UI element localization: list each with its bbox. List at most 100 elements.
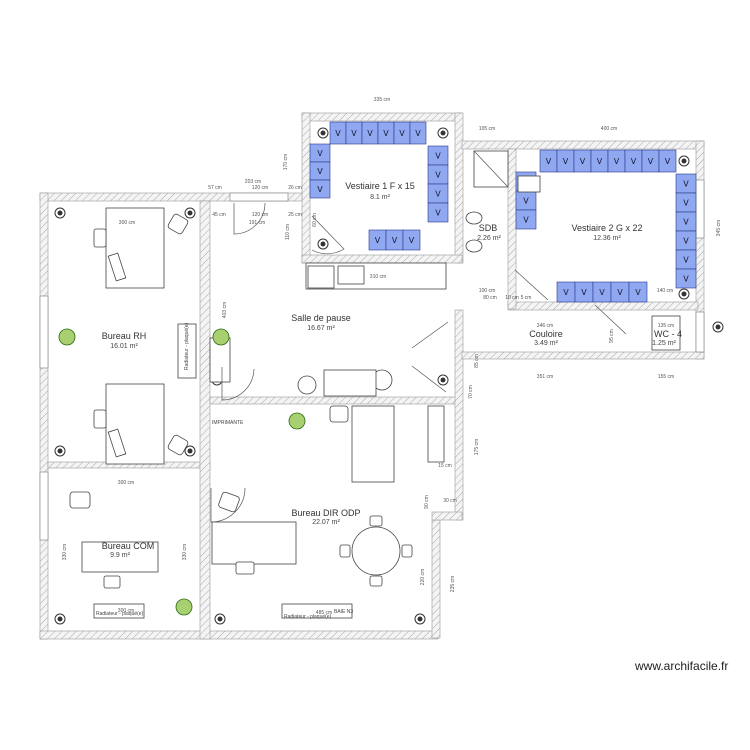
room-name-pause: Salle de pause (291, 313, 351, 323)
locker-label: V (683, 199, 689, 208)
locker (409, 121, 427, 145)
locker-label: V (523, 216, 529, 225)
dim-label: 80 cm (483, 295, 497, 301)
baie-label: BAIE N3 (334, 609, 353, 615)
dim-label: 351 cm (537, 374, 553, 380)
misc-labels: IMPRIMANTE BAIE N3 Radiateur - plaqué(e)… (96, 322, 728, 673)
locker-label: V (599, 288, 605, 297)
locker-label: V (392, 236, 398, 245)
locker-label: V (415, 129, 421, 138)
locker-label: V (409, 236, 415, 245)
dim-label: 403 cm (222, 302, 228, 318)
dim-label: 235 cm (450, 576, 456, 592)
dim-label: 310 cm (370, 274, 386, 280)
dim-label: 30 cm (443, 498, 457, 504)
dim-label: 140 cm (657, 288, 673, 294)
dim-label: 5 cm (521, 295, 532, 301)
dim-label: 135 cm (658, 323, 674, 329)
locker-label: V (351, 129, 357, 138)
room-area-couloire: 3.49 m² (534, 340, 558, 347)
locker-label: V (317, 167, 323, 176)
locker-label: V (648, 157, 654, 166)
locker (309, 179, 331, 199)
locker-label: V (614, 157, 620, 166)
dim-label: 26 cm (288, 185, 302, 191)
watermark: www.archifacile.fr (634, 659, 728, 673)
locker-label: V (367, 129, 373, 138)
dim-label: 170 cm (283, 154, 289, 170)
room-area-vestiaire1: 8.1 m² (370, 194, 391, 201)
room-name-wc: WC - 4 (654, 329, 682, 339)
room-labels: Vestiaire 1 F x 15 8.1 m² Vestiaire 2 G … (102, 181, 682, 559)
locker (402, 229, 421, 251)
locker-label: V (563, 288, 569, 297)
dim-label: 330 cm (62, 544, 68, 560)
locker-label: V (375, 236, 381, 245)
locker-label: V (635, 288, 641, 297)
dim-label: 45 cm (212, 212, 226, 218)
locker-label: V (580, 157, 586, 166)
dim-label: 346 cm (537, 323, 553, 329)
dim-label: 60 cm (312, 213, 318, 227)
room-name-com: Bureau COM (102, 541, 155, 551)
dim-label: 95 cm (609, 329, 615, 343)
locker-label: V (335, 129, 341, 138)
windows (39, 179, 705, 541)
dim-label: 335 cm (374, 97, 390, 103)
room-name-dir: Bureau DIR ODP (291, 508, 360, 518)
locker (628, 281, 648, 303)
dim-label: 400 cm (601, 126, 617, 132)
dim-label: 90 cm (424, 495, 430, 509)
furniture (58, 150, 681, 619)
locker-label: V (683, 218, 689, 227)
imprimante-label: IMPRIMANTE (212, 420, 244, 426)
doors (210, 202, 627, 523)
dim-label: 105 cm (479, 126, 495, 132)
radiator-label: Radiateur - plaqué(e) (284, 614, 332, 620)
locker (675, 268, 697, 289)
locker-label: V (546, 157, 552, 166)
locker-label: V (563, 157, 569, 166)
locker-label: V (317, 149, 323, 158)
locker-label: V (435, 171, 441, 180)
dim-label: 100 cm (479, 288, 495, 294)
locker (658, 149, 677, 173)
locker (515, 209, 537, 230)
room-name-vestiaire1: Vestiaire 1 F x 15 (345, 181, 415, 191)
dim-label: 175 cm (474, 439, 480, 455)
room-name-couloire: Couloire (529, 329, 563, 339)
locker (427, 202, 449, 223)
room-area-pause: 16.67 m² (307, 325, 335, 332)
dim-label: 10 cm (505, 295, 519, 301)
locker-label: V (383, 129, 389, 138)
dim-label: 25 cm (288, 212, 302, 218)
radiator-label: Radiateur - plaqué(e) (184, 322, 190, 370)
locker-label: V (617, 288, 623, 297)
locker-label: V (683, 256, 689, 265)
room-area-rh: 16.01 m² (110, 343, 138, 350)
room-name-vestiaire2: Vestiaire 2 G x 22 (571, 223, 642, 233)
locker-label: V (665, 157, 671, 166)
dim-label: 300 cm (119, 220, 135, 226)
dim-label: 220 cm (420, 569, 426, 585)
dim-label: 70 cm (468, 385, 474, 399)
locker-label: V (435, 190, 441, 199)
dim-label: 15 cm (438, 463, 452, 469)
locker-label: V (683, 275, 689, 284)
dim-label: 330 cm (182, 544, 188, 560)
locker-label: V (435, 209, 441, 218)
dim-label: 191 cm (249, 220, 265, 226)
dim-label: 300 cm (118, 480, 134, 486)
locker-label: V (597, 157, 603, 166)
locker-label: V (631, 157, 637, 166)
room-area-sdb: 2.26 m² (477, 235, 501, 242)
room-area-com: 9.9 m² (110, 552, 131, 559)
locker-label: V (523, 197, 529, 206)
locker-label: V (399, 129, 405, 138)
locker-label: V (317, 185, 323, 194)
room-area-dir: 22.07 m² (312, 519, 340, 526)
locker-label: V (581, 288, 587, 297)
dim-label: 57 cm (208, 185, 222, 191)
